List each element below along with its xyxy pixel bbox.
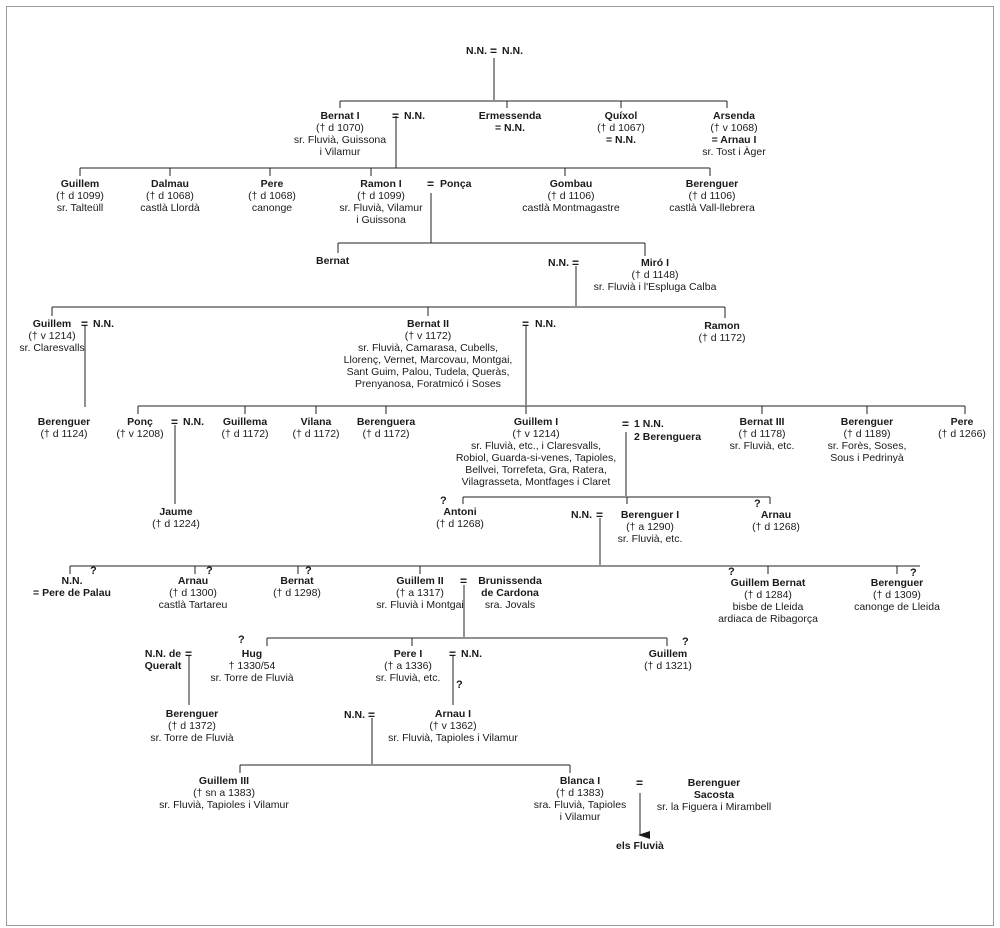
link-bernat1: [79, 116, 711, 176]
person-bernat-i: Bernat I († d 1070) sr. Fluvià, Guissona…: [293, 110, 387, 158]
person-vilana: Vilana († d 1172): [292, 416, 340, 440]
link-berenguer1: [69, 518, 920, 574]
marriage-sign: =: [392, 109, 400, 123]
uncertain-mark: ?: [440, 495, 447, 507]
uncertain-mark: ?: [206, 565, 213, 577]
person-berenguer-i: Berenguer I († a 1290) sr. Fluvià, etc.: [617, 509, 683, 545]
person-pere-1266: Pere († d 1266): [938, 416, 986, 440]
spouse-pere-i: N.N.: [461, 648, 482, 660]
marriage-sign: =: [449, 647, 457, 661]
link-root: [339, 58, 728, 108]
spouse-guillem-claresvalls: N.N.: [93, 318, 114, 330]
person-pere-i: Pere I († a 1336) sr. Fluvià, etc.: [375, 648, 441, 684]
person-guillem-1321: Guillem († d 1321): [644, 648, 692, 672]
spouse-ponc: N.N.: [183, 416, 204, 428]
link-guillem2: [266, 585, 668, 646]
lineage-els-fluvia: els Fluvià: [616, 840, 664, 852]
person-ponc: Ponç († v 1208): [116, 416, 164, 440]
person-berenguer-1124: Berenguer († d 1124): [37, 416, 91, 440]
marriage-sign: =: [171, 415, 179, 429]
person-bernat: Bernat: [316, 255, 350, 267]
uncertain-mark: ?: [90, 565, 97, 577]
marriage-sign: =: [185, 647, 193, 661]
spouse-bernat-ii: N.N.: [535, 318, 556, 330]
link-guillem1: [462, 432, 771, 504]
diagram-frame: [6, 6, 994, 926]
spouse-ramon-i: Ponça: [440, 178, 472, 190]
person-nn-queralt: N.N. de Queralt: [144, 648, 182, 672]
person-blanca-i: Blanca I († d 1383) sra. Fluvià, Tapiole…: [533, 775, 627, 823]
person-ermessenda: Ermessenda = N.N.: [478, 110, 542, 134]
person-ramon-i: Ramon I († d 1099) sr. Fluvià, Vilamur i…: [339, 178, 423, 226]
marriage-sign: =: [636, 776, 644, 790]
uncertain-mark: ?: [238, 634, 245, 646]
uncertain-mark: ?: [754, 498, 761, 510]
person-arnau-i: Arnau I († v 1362) sr. Fluvià, Tapioles …: [388, 708, 518, 744]
person-gombau: Gombau († d 1106) castlà Montmagastre: [522, 178, 620, 214]
uncertain-mark: ?: [910, 567, 917, 579]
person-arnau-1268: Arnau († d 1268): [752, 509, 800, 533]
person-guillem-i: Guillem I († v 1214) sr. Fluvià, etc., i…: [455, 416, 617, 488]
uncertain-mark: ?: [456, 679, 463, 691]
marriage-sign: =: [596, 508, 604, 522]
spouse-guillem-i-first: 1 N.N.: [634, 418, 664, 430]
marriage-sign: =: [368, 708, 376, 722]
person-nn-palau: N.N. = Pere de Palau: [33, 575, 111, 599]
person-berenguera: Berenguera († d 1172): [356, 416, 416, 440]
person-bernat-ii: Bernat II († v 1172) sr. Fluvià, Camaras…: [343, 318, 513, 390]
spouse-berenguer-i: N.N.: [571, 509, 592, 521]
spouse-miro-i: N.N.: [548, 257, 569, 269]
person-berenguer-1372: Berenguer († d 1372) sr. Torre de Fluvià: [150, 708, 234, 744]
marriage-sign: =: [622, 417, 630, 431]
person-guillem-bernat: Guillem Bernat († d 1284) bisbe de Lleid…: [718, 577, 818, 625]
person-ramon: Ramon († d 1172): [698, 320, 746, 344]
person-pere-canonge: Pere († d 1068) canonge: [248, 178, 296, 214]
person-guillem-talteull: Guillem († d 1099) sr. Talteüll: [56, 178, 104, 214]
link-bernat2: [137, 325, 966, 414]
person-guillema: Guillema († d 1172): [221, 416, 269, 440]
person-jaume: Jaume († d 1224): [152, 506, 200, 530]
marriage-sign: =: [490, 44, 498, 58]
marriage-sign: =: [522, 317, 530, 331]
uncertain-mark: ?: [682, 636, 689, 648]
person-bernat-1298: Bernat († d 1298): [273, 575, 321, 599]
uncertain-mark: ?: [305, 565, 312, 577]
person-berenguer-vall-llebrera: Berenguer († d 1106) castlà Vall-llebrer…: [669, 178, 755, 214]
person-berenguer-1189: Berenguer († d 1189) sr. Forès, Soses, S…: [827, 416, 907, 464]
person-brunissenda: Brunissenda de Cardona sra. Jovals: [478, 575, 542, 611]
person-quixol: Quíxol († d 1067) = N.N.: [597, 110, 645, 146]
person-arsenda: Arsenda († v 1068) = Arnau I sr. Tost i …: [702, 110, 766, 158]
person-hug: Hug † 1330/54 sr. Torre de Fluvià: [210, 648, 294, 684]
person-dalmau: Dalmau († d 1068) castlà Llordà: [140, 178, 200, 214]
link-miro1: [51, 266, 726, 318]
uncertain-mark: ?: [728, 566, 735, 578]
person-guillem-iii: Guillem III († sn a 1383) sr. Fluvià, Ta…: [159, 775, 289, 811]
spouse-guillem-i-second: 2 Berenguera: [634, 431, 702, 443]
marriage-sign: =: [81, 317, 89, 331]
person-miro-i: Miró I († d 1148) sr. Fluvià i l'Espluga…: [593, 257, 717, 293]
person-guillem-claresvalls: Guillem († v 1214) sr. Claresvalls: [19, 318, 85, 354]
person-arnau-1300: Arnau († d 1300) castlà Tartareu: [158, 575, 228, 611]
person-antoni: Antoni († d 1268): [436, 506, 484, 530]
marriage-sign: =: [572, 256, 580, 270]
root-person-b: N.N.: [502, 45, 523, 57]
spouse-arnau-i: N.N.: [344, 709, 365, 721]
link-arnau1: [239, 718, 571, 773]
person-guillem-ii: Guillem II († a 1317) sr. Fluvià i Montg…: [376, 575, 464, 611]
root-person-a: N.N.: [466, 45, 487, 57]
marriage-sign: =: [427, 177, 435, 191]
person-berenguer-1309: Berenguer († d 1309) canonge de Lleida: [854, 577, 940, 613]
person-berenguer-sacosta: Berenguer Sacosta sr. la Figuera i Miram…: [656, 777, 772, 813]
marriage-sign: =: [460, 574, 468, 588]
spouse-bernat-i: N.N.: [404, 110, 425, 122]
person-bernat-iii: Bernat III († d 1178) sr. Fluvià, etc.: [729, 416, 795, 452]
link-ramon1: [337, 193, 646, 256]
